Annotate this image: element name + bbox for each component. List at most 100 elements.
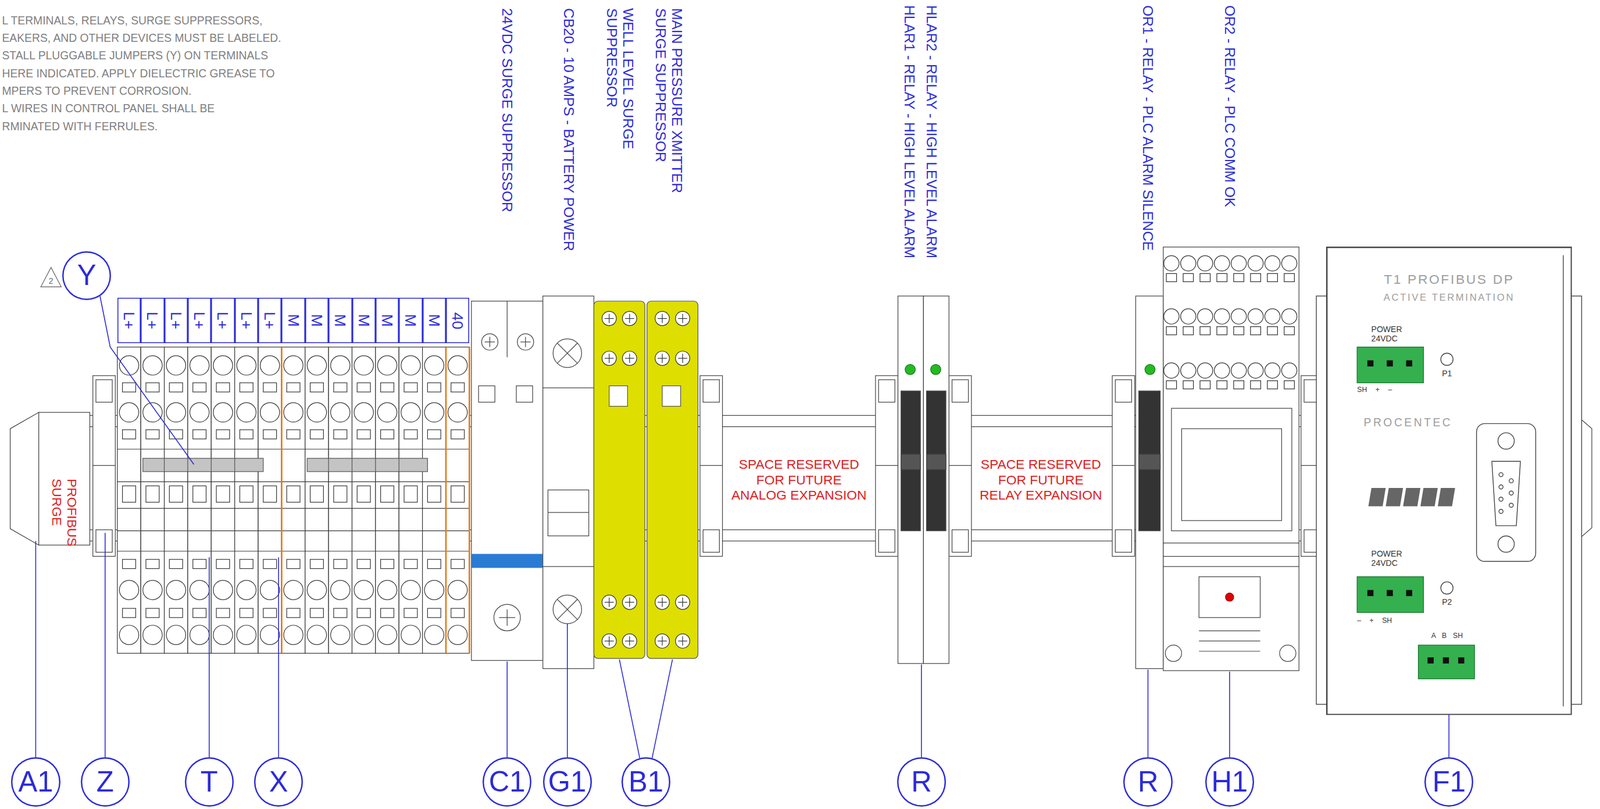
callout-letter: R xyxy=(911,765,932,799)
signal-surge-suppressor xyxy=(593,301,645,659)
signal-surge-suppressor xyxy=(655,351,670,366)
profibus-terminator-body xyxy=(1458,656,1465,664)
profibus-terminator-body xyxy=(1498,484,1503,489)
terminal-strip xyxy=(281,347,305,654)
callout-circle: R xyxy=(897,756,946,806)
circuit-breaker xyxy=(543,565,595,567)
callout-circle: G1 xyxy=(543,756,592,806)
relay-module xyxy=(1163,247,1299,671)
separator-plate xyxy=(445,347,448,654)
circuit-breaker xyxy=(552,338,582,368)
circuit-breaker xyxy=(543,295,595,669)
relay-module xyxy=(1198,640,1260,642)
circuit-breaker xyxy=(556,598,578,620)
terminal-marker: L+ xyxy=(187,297,212,343)
profibus-terminator-body xyxy=(1440,581,1453,594)
terminal-strip xyxy=(328,347,352,654)
circuit-breaker xyxy=(552,594,582,624)
profibus-surge-device xyxy=(38,412,91,545)
signal-surge-suppressor xyxy=(622,311,638,326)
dc-surge-suppressor xyxy=(493,604,521,631)
terminal-strip xyxy=(187,347,212,654)
signal-surge-suppressor xyxy=(655,633,670,649)
note-text: RMINATED WITH FERRULES. xyxy=(2,120,159,134)
revision-number: 2 xyxy=(48,276,54,286)
profibus-terminator-body xyxy=(1437,487,1456,507)
profibus-terminator-body xyxy=(1326,247,1572,715)
callout-circle: H1 xyxy=(1205,756,1255,806)
relay-module xyxy=(1163,362,1298,389)
signal-surge-suppressor xyxy=(622,633,638,649)
profibus-terminator-body xyxy=(1367,360,1374,367)
device-label: PROFIBUS SURGE xyxy=(48,478,80,481)
led-label: P1 xyxy=(1441,368,1452,378)
terminal-marker: 40 xyxy=(445,297,470,343)
device-label: CB20 - 10 AMPS - BATTERY POWER xyxy=(559,8,577,252)
signal-surge-suppressor xyxy=(602,311,617,326)
profibus-terminator-body xyxy=(1440,352,1453,366)
callout-circle: B1 xyxy=(621,756,671,806)
output-relay xyxy=(1144,364,1156,375)
dc-surge-suppressor xyxy=(489,336,491,348)
signal-surge-suppressor xyxy=(662,385,681,406)
terminal-strip xyxy=(305,347,329,654)
relay-module xyxy=(1163,308,1298,335)
terminal-strip xyxy=(211,347,235,654)
surge-device: PROFIBUS SURGE xyxy=(12,416,90,541)
terminal-marker: L+ xyxy=(117,297,141,343)
signal-surge-suppressor xyxy=(675,594,691,610)
output-relay xyxy=(1138,454,1161,470)
signal-surge-suppressor xyxy=(602,594,617,610)
note-text: EAKERS, AND OTHER DEVICES MUST BE LABELE… xyxy=(2,31,282,45)
callout-letter: R xyxy=(1137,765,1159,799)
profibus-terminator-body xyxy=(1386,589,1394,596)
callout-letter: B1 xyxy=(628,765,664,799)
callout-letter: Z xyxy=(96,765,114,799)
dc-surge-suppressor xyxy=(478,385,495,402)
terminal-label: M xyxy=(425,313,444,327)
callout-letter: A1 xyxy=(18,765,53,799)
callout-letter: C1 xyxy=(488,765,526,799)
signal-surge-suppressor xyxy=(675,633,691,649)
callout-circle: Z xyxy=(80,756,130,806)
callout-letter: Y xyxy=(77,258,97,292)
terminal-marker: L+ xyxy=(140,297,164,343)
output-relay xyxy=(1135,295,1163,669)
reserved-space-note: SPACE RESERVED FOR FUTURE RELAY EXPANSIO… xyxy=(976,456,1105,503)
terminal-strip xyxy=(445,347,470,654)
reserved-space-note: SPACE RESERVED FOR FUTURE ANALOG EXPANSI… xyxy=(728,456,870,503)
circuit-breaker xyxy=(543,387,595,388)
leader-line xyxy=(1448,714,1450,758)
callout-circle: Y xyxy=(62,251,112,300)
signal-surge-suppressor xyxy=(602,311,691,648)
pluggable-jumper xyxy=(306,458,428,472)
pluggable-jumper xyxy=(351,458,353,472)
terminal-marker: M xyxy=(305,297,329,343)
leader-line xyxy=(35,540,37,757)
alarm-relay xyxy=(901,390,921,531)
leader-line xyxy=(208,556,210,757)
profibus-terminator: T1 PROFIBUS DPACTIVE TERMINATIONPOWER 24… xyxy=(1326,247,1572,715)
separator-plate xyxy=(468,347,471,654)
revision-triangle xyxy=(40,267,62,287)
terminal-strip xyxy=(422,347,446,654)
callout-circle: F1 xyxy=(1424,756,1474,806)
relay-module xyxy=(1225,593,1234,602)
callout-circle: X xyxy=(254,756,303,806)
leader-line xyxy=(277,556,280,757)
profibus-terminator-body xyxy=(1491,461,1521,526)
relay-module xyxy=(1163,255,1298,282)
pin-label: A B SH xyxy=(1431,631,1463,640)
terminal-strip xyxy=(352,347,376,654)
profibus-terminator-body xyxy=(1356,347,1424,383)
profibus-terminator-body xyxy=(1356,576,1424,613)
signal-surge-suppressor xyxy=(602,633,617,649)
profibus-terminator-body xyxy=(1420,487,1438,507)
terminal-label: L+ xyxy=(120,311,138,330)
relay-module xyxy=(1198,576,1260,618)
signal-surge-suppressor xyxy=(622,351,638,366)
relay-module xyxy=(1279,644,1296,662)
leader-line xyxy=(920,664,923,758)
profibus-terminator-body xyxy=(1497,535,1514,552)
